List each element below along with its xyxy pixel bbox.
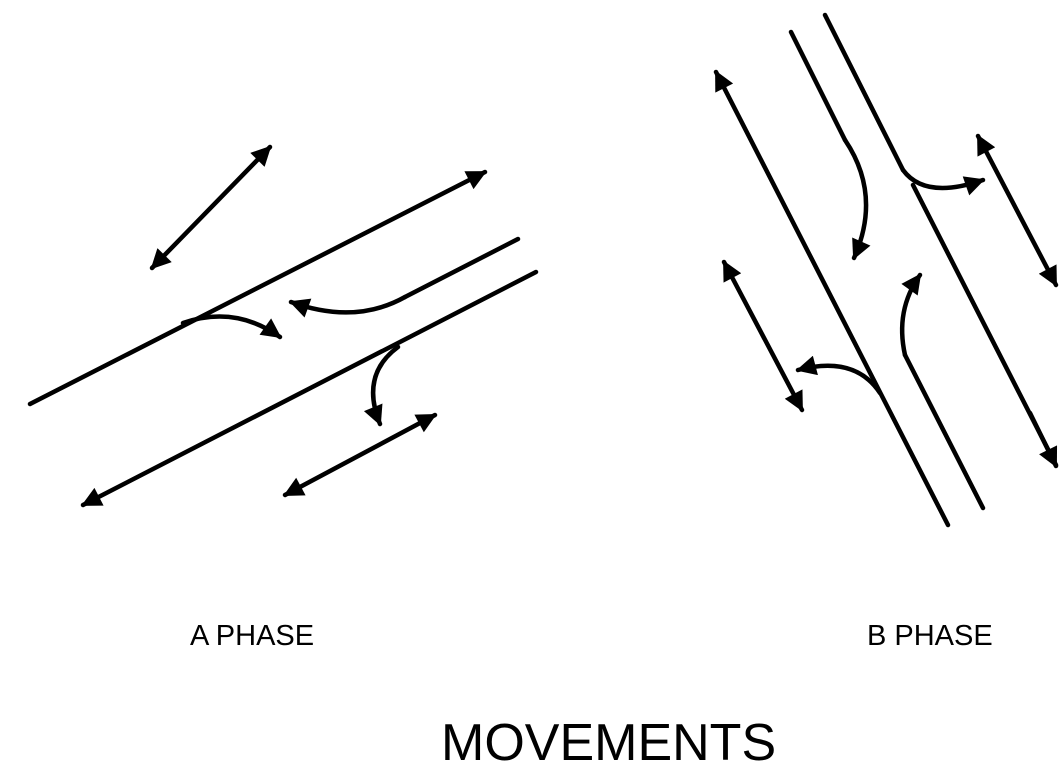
turn-arrow-median-up <box>899 272 923 358</box>
road-median-line <box>402 236 521 300</box>
road-edge-right <box>822 12 906 173</box>
pedestrian-crossing-arrow-lower <box>282 412 438 498</box>
road-edge-upper <box>27 169 488 407</box>
road-median-lower <box>902 352 986 511</box>
turn-arrow-right <box>900 167 986 196</box>
right-turn-arrow-upper <box>180 314 283 340</box>
phase-b-label: B PHASE <box>867 620 993 652</box>
phase-a-diagram <box>27 144 539 508</box>
road-edge-lower <box>80 269 539 508</box>
turn-arrow-median <box>288 294 408 318</box>
road-edge-right-arrow <box>1027 410 1059 469</box>
turn-arrow-left <box>795 355 883 396</box>
phase-b-diagram <box>713 12 1059 528</box>
pedestrian-crossing-arrow-upper <box>149 144 273 271</box>
turn-arrow-top <box>842 137 871 261</box>
road-median-line <box>788 29 848 143</box>
diagram-title: MOVEMENTS <box>441 714 777 772</box>
road-edge-left <box>713 69 951 528</box>
right-turn-arrow-lower <box>363 344 401 427</box>
phase-a-label: A PHASE <box>190 620 315 652</box>
pedestrian-crossing-arrow-right <box>975 133 1059 288</box>
pedestrian-crossing-arrow-left <box>721 259 805 413</box>
